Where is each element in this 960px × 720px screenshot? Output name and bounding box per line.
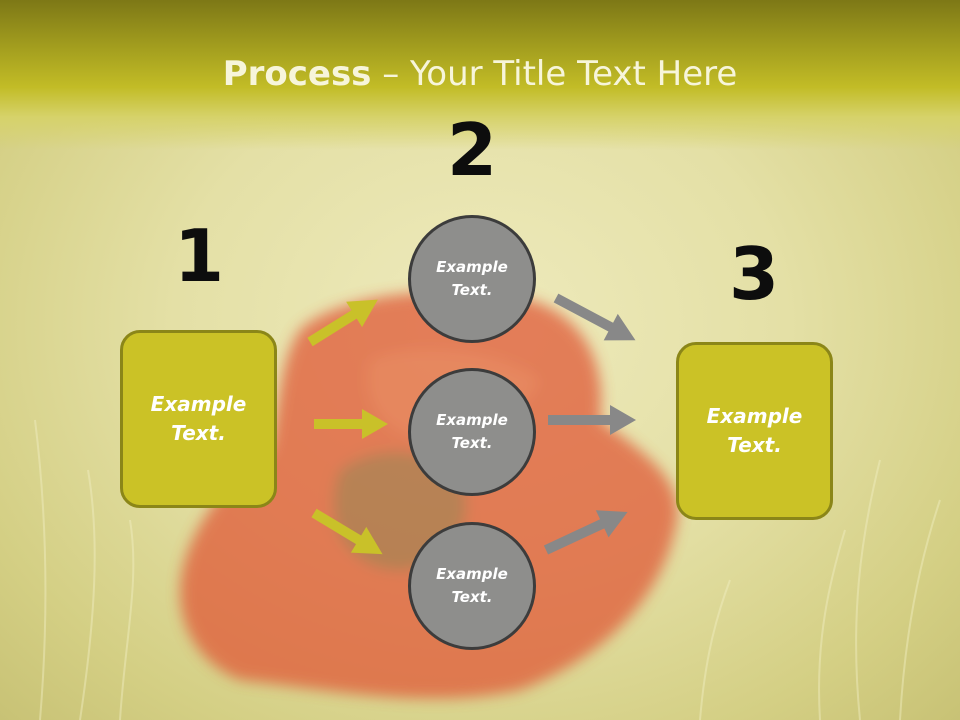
circle-top-text: Example Text. (436, 258, 508, 299)
title-rest: – Your Title Text Here (371, 54, 738, 94)
step-3-box[interactable]: Example Text. (676, 342, 833, 520)
arrow-right-gray (548, 405, 636, 435)
circle-bottom[interactable]: Example Text. (408, 522, 536, 650)
step-1-box-text: Example Text. (150, 392, 247, 445)
step-number-3: 3 (728, 232, 780, 316)
step-number-2: 2 (446, 108, 498, 192)
slide-title[interactable]: Process – Your Title Text Here (0, 52, 960, 96)
step-3-box-text: Example Text. (706, 404, 803, 457)
title-band (0, 0, 960, 150)
circle-middle[interactable]: Example Text. (408, 368, 536, 496)
circle-top[interactable]: Example Text. (408, 215, 536, 343)
step-number-1: 1 (173, 214, 225, 298)
arrow-down-right-yellow (311, 508, 383, 555)
arrow-up-right-gray (543, 510, 628, 555)
arrow-right-yellow (314, 409, 388, 439)
step-1-box[interactable]: Example Text. (120, 330, 277, 508)
circle-middle-text: Example Text. (436, 411, 508, 452)
arrow-up-right-yellow (307, 299, 378, 347)
arrow-down-right-gray (553, 293, 636, 341)
title-bold: Process (222, 54, 372, 94)
circle-bottom-text: Example Text. (436, 565, 508, 606)
